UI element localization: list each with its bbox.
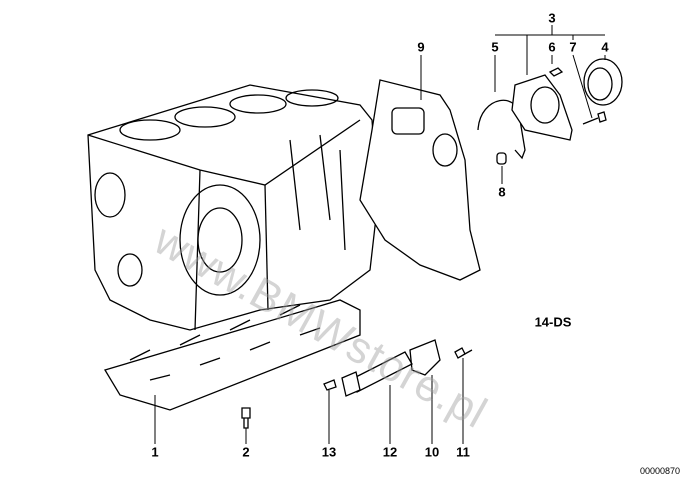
callout-10[interactable]: 10 bbox=[424, 444, 440, 460]
screw-part-13 bbox=[323, 379, 337, 391]
seal-carrier-part-3 bbox=[511, 74, 573, 141]
callout-13[interactable]: 13 bbox=[321, 444, 337, 460]
callout-1[interactable]: 1 bbox=[151, 444, 159, 460]
bolt-part-7 bbox=[582, 111, 607, 125]
callout-2[interactable]: 2 bbox=[242, 444, 250, 460]
callout-5[interactable]: 5 bbox=[491, 39, 499, 55]
bracket-part-10 bbox=[409, 339, 441, 376]
callout-9[interactable]: 9 bbox=[417, 39, 425, 55]
bolt-part-2 bbox=[241, 407, 251, 429]
callout-11[interactable]: 11 bbox=[456, 444, 470, 460]
cover-part-9 bbox=[359, 79, 481, 281]
gasket-part-5 bbox=[477, 99, 526, 160]
bolt-part-6 bbox=[548, 67, 564, 77]
bolt-part-11 bbox=[454, 347, 473, 359]
callout-8[interactable]: 8 bbox=[498, 184, 506, 200]
callout-6[interactable]: 6 bbox=[548, 39, 556, 55]
callout-4[interactable]: 4 bbox=[601, 39, 609, 55]
dowel-part-8 bbox=[496, 152, 507, 165]
callout-3[interactable]: 3 bbox=[548, 10, 556, 26]
drawing-number: 00000870 bbox=[639, 466, 680, 476]
leader-lines bbox=[154, 25, 606, 444]
callout-12[interactable]: 12 bbox=[382, 444, 398, 460]
engine-block-part-1 bbox=[87, 84, 379, 331]
callout-7[interactable]: 7 bbox=[569, 39, 577, 55]
crankcase-bedplate bbox=[104, 299, 361, 411]
seal-ring-part-4 bbox=[583, 58, 623, 106]
variant-label: 14-DS bbox=[534, 314, 572, 330]
